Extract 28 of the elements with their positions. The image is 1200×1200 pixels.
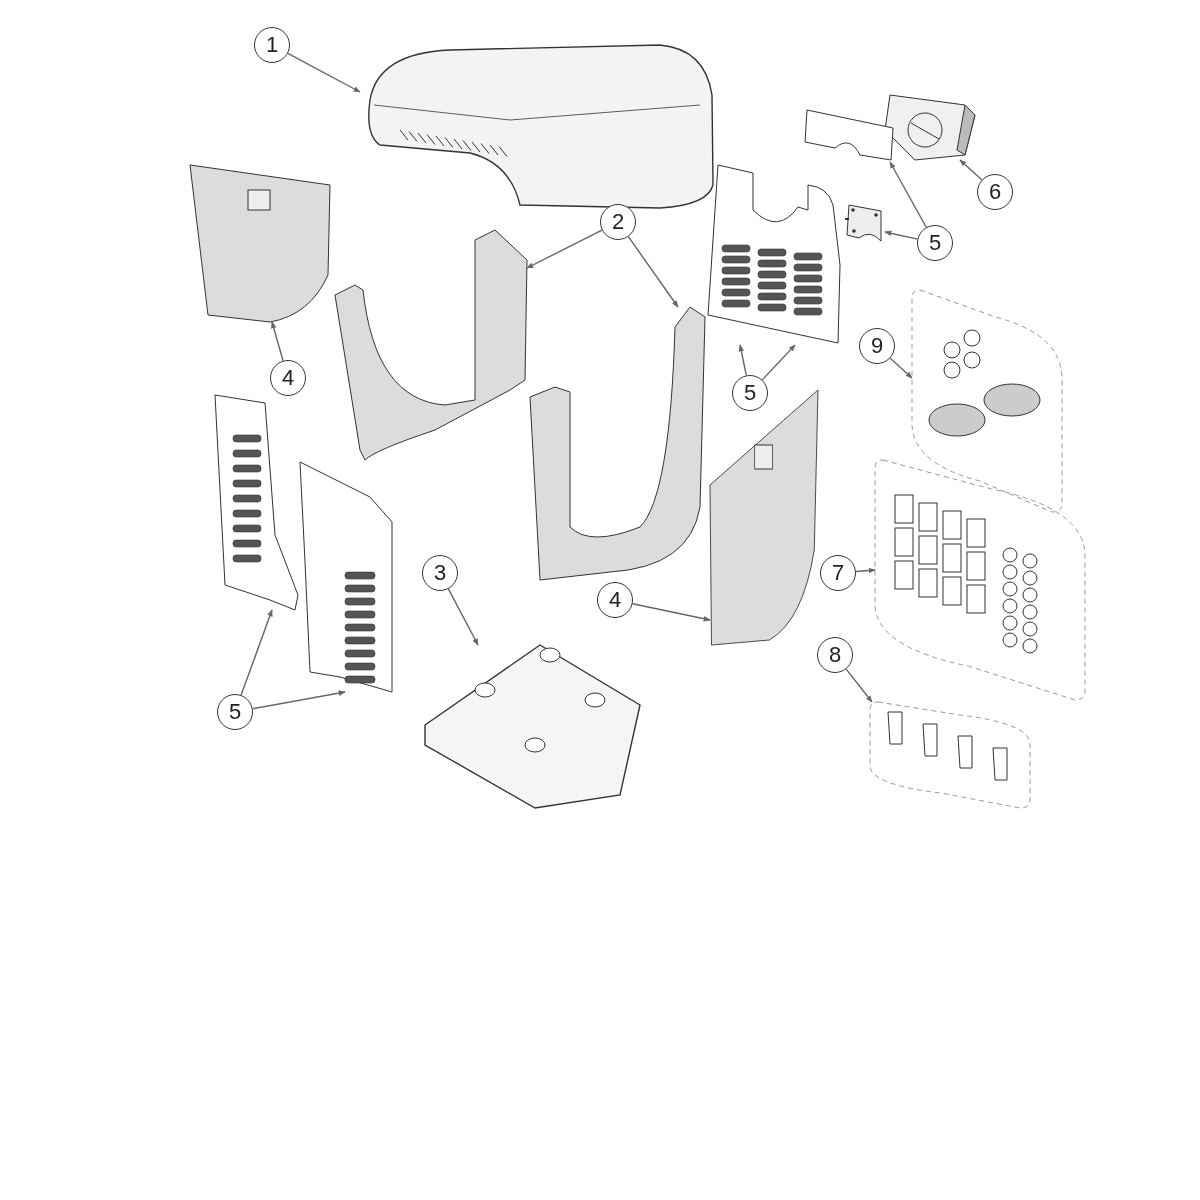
leader-line [240, 609, 273, 696]
leader-line [631, 603, 711, 622]
leader-line [447, 588, 479, 646]
leader-line [271, 321, 284, 362]
leader-line [761, 344, 796, 381]
leader-line [889, 357, 913, 379]
leader-line [884, 230, 919, 240]
callout-number: 4 [270, 360, 306, 396]
callout-number: 5 [732, 375, 768, 411]
callout-number: 5 [217, 694, 253, 730]
leader-line [627, 236, 679, 308]
callout-number: 1 [254, 27, 290, 63]
leader-line [855, 567, 876, 574]
leader-line [287, 52, 361, 93]
callout-number: 6 [977, 174, 1013, 210]
callout-number: 4 [597, 582, 633, 618]
leader-line [889, 161, 927, 228]
callout-number: 8 [817, 637, 853, 673]
callout-number: 7 [820, 555, 856, 591]
leader-line [959, 159, 983, 181]
leader-line [845, 668, 873, 703]
callout-number: 9 [859, 328, 895, 364]
callout-number: 5 [917, 225, 953, 261]
callout-number: 2 [600, 204, 636, 240]
leader-line [738, 344, 748, 377]
leader-line [526, 229, 603, 269]
leader-line [252, 690, 346, 710]
callout-number: 3 [422, 555, 458, 591]
